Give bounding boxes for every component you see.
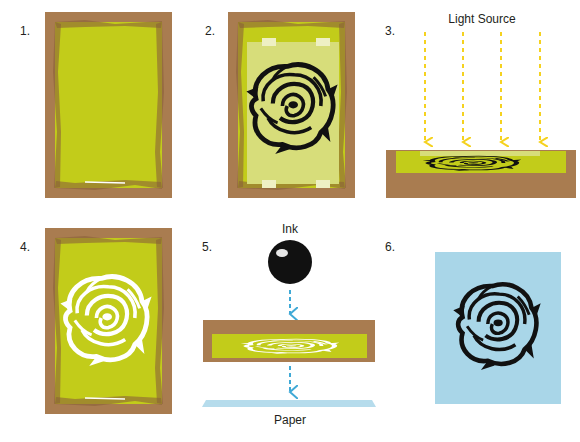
transparency-side xyxy=(420,151,540,156)
emulsion-side xyxy=(212,334,367,358)
emulsion-side xyxy=(396,151,566,173)
flow-arrow xyxy=(289,366,291,392)
rose-image xyxy=(246,65,337,154)
printed-paper xyxy=(435,252,561,404)
panel-number: 1. xyxy=(20,24,30,38)
screen-frame xyxy=(45,12,172,198)
light-label: Light Source xyxy=(448,12,515,26)
ink-highlight xyxy=(276,249,288,257)
paper-label: Paper xyxy=(274,413,306,427)
tape xyxy=(316,38,330,46)
ink-drop xyxy=(268,240,312,284)
rose-stencil xyxy=(241,339,340,354)
rose-print xyxy=(453,284,540,370)
rose-image xyxy=(423,156,522,171)
light-rays xyxy=(425,32,540,142)
panel-number: 5. xyxy=(202,240,212,254)
tape xyxy=(262,38,276,46)
tape xyxy=(262,180,276,188)
ink-label: Ink xyxy=(282,222,298,236)
screen-side xyxy=(203,320,375,334)
screen-side xyxy=(203,334,375,362)
panel-number: 2. xyxy=(205,24,215,38)
flow-arrow xyxy=(289,290,291,314)
rose-stencil xyxy=(60,277,151,366)
panel-number: 3. xyxy=(385,24,395,38)
panel-number: 4. xyxy=(20,240,30,254)
screen-frame xyxy=(228,12,355,198)
screen-side xyxy=(386,150,576,198)
screen-frame xyxy=(45,228,172,414)
panel-number: 6. xyxy=(385,240,395,254)
paper-sheet xyxy=(202,400,376,407)
tape xyxy=(316,180,330,188)
transparency-sheet xyxy=(247,42,339,184)
